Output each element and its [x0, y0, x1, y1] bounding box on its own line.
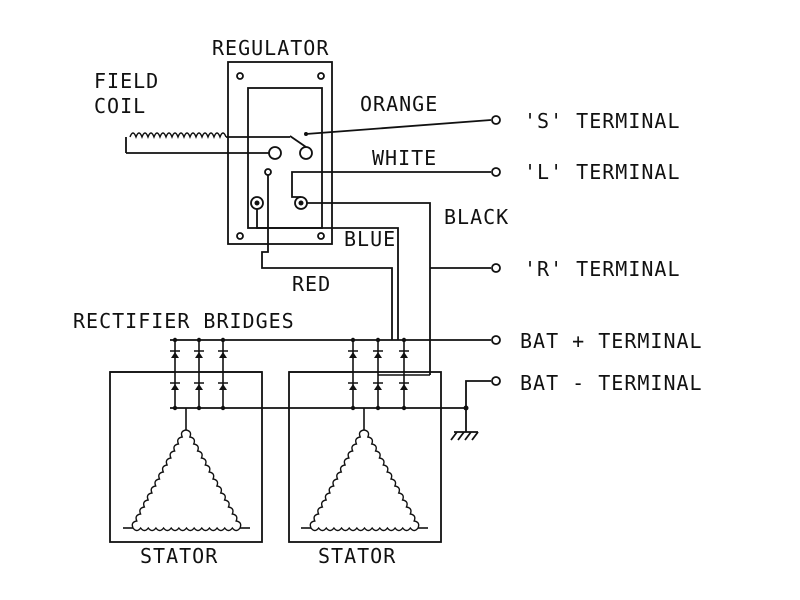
s-terminal-connector: [491, 115, 501, 125]
diode-symbol: [349, 352, 357, 358]
stator-left-winding: [123, 429, 250, 532]
bat-plus-connector: [491, 335, 501, 345]
stator-winding-left: [309, 429, 365, 529]
diode-symbol: [171, 384, 179, 390]
rectifier-bridge-right: [289, 337, 430, 430]
stator-left-box: [109, 371, 263, 543]
diode-symbol: [171, 352, 179, 358]
stator-winding-left: [131, 429, 187, 529]
field-coil: FIELD COIL: [94, 69, 290, 154]
stator-winding-bottom: [132, 526, 241, 532]
s-terminal-label: 'S' TERMINAL: [524, 109, 681, 133]
diode-symbol: [374, 352, 382, 358]
diode-symbol: [400, 352, 408, 358]
rectifier-bridges-label: RECTIFIER BRIDGES: [73, 309, 295, 333]
orange-wire-label: ORANGE: [360, 92, 438, 116]
diode-symbol: [195, 384, 203, 390]
regulator-label: REGULATOR: [212, 36, 329, 60]
r-terminal-label: 'R' TERMINAL: [524, 257, 681, 281]
red-wire-label: RED: [292, 272, 331, 296]
field-terminal-right: [299, 146, 313, 160]
field-terminal-left: [268, 146, 282, 160]
ground-icon-tick: [464, 431, 472, 441]
bridge-junction: [220, 405, 226, 411]
diode-symbol: [349, 384, 357, 390]
mount-hole: [317, 72, 325, 80]
bridge-junction: [401, 405, 407, 411]
bridge-junction: [350, 337, 356, 343]
bat-minus-connector: [491, 376, 501, 386]
mount-hole: [317, 232, 325, 240]
orange-wire: [305, 119, 492, 135]
red-wire: [261, 175, 393, 340]
black-wire: [307, 202, 431, 375]
bridge-junction: [350, 405, 356, 411]
ground-icon-tick: [471, 431, 479, 441]
stator-right-label: STATOR: [318, 544, 396, 568]
regulator: REGULATOR: [212, 36, 333, 245]
white-wire-label: WHITE: [372, 146, 437, 170]
diode-symbol: [374, 384, 382, 390]
ground-icon-tick: [457, 431, 465, 441]
bridge-junction: [220, 337, 226, 343]
red-wire-point: [264, 168, 272, 176]
stator-left-label: STATOR: [140, 544, 218, 568]
stator-right-winding: [301, 429, 428, 532]
bridge-junction: [375, 337, 381, 343]
blue-terminal-center: [254, 200, 260, 206]
bat-plus-terminal-label: BAT + TERMINAL: [520, 329, 703, 353]
rectifier-bridge-left: [110, 337, 262, 430]
blue-wire: [256, 209, 399, 340]
bridge-junction: [196, 405, 202, 411]
bridge-junction: [172, 405, 178, 411]
mount-hole: [236, 72, 244, 80]
bridge-junction: [172, 337, 178, 343]
white-wire: [291, 171, 491, 198]
diode-symbol: [195, 352, 203, 358]
regulator-inner-box: [247, 87, 323, 229]
stator-right-box: [288, 371, 442, 543]
ground-icon-tick: [450, 431, 458, 441]
bridge-junction: [375, 405, 381, 411]
stator-winding-bottom: [310, 526, 419, 532]
field-coil-label-line1: FIELD: [94, 69, 159, 93]
blue-wire-label: BLUE: [344, 227, 396, 251]
l-terminal-connector: [491, 167, 501, 177]
field-coil-winding: [129, 132, 227, 139]
black-wire-label: BLACK: [444, 205, 509, 229]
diode-symbol: [219, 352, 227, 358]
mount-hole: [236, 232, 244, 240]
white-terminal-center: [298, 200, 304, 206]
bat-minus-terminal-label: BAT - TERMINAL: [520, 371, 703, 395]
regulator-wires: ORANGE WHITE BLACK BLUE RED: [256, 92, 509, 375]
stator-winding-right: [185, 429, 242, 529]
l-terminal-label: 'L' TERMINAL: [524, 160, 681, 184]
bat-minus-lead: [465, 380, 491, 408]
bridge-junction: [401, 337, 407, 343]
switch-arm: [289, 135, 307, 148]
field-coil-label-line2: COIL: [94, 94, 146, 118]
diode-symbol: [400, 384, 408, 390]
bridge-junction: [196, 337, 202, 343]
r-terminal-connector: [491, 263, 501, 273]
stator-winding-right: [363, 429, 420, 529]
diode-symbol: [219, 384, 227, 390]
